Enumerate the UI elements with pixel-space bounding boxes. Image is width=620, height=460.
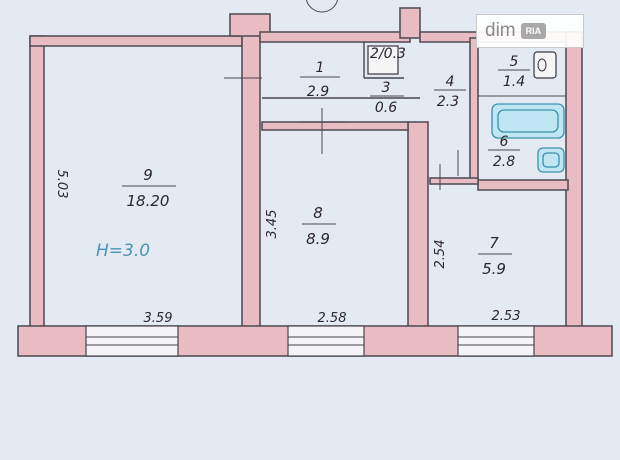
svg-text:2.3: 2.3 — [437, 94, 459, 110]
svg-text:2/0.3: 2/0.3 — [370, 46, 406, 62]
dim-room7-width: 2.53 — [492, 309, 521, 324]
svg-text:8.9: 8.9 — [306, 230, 330, 248]
room-1-label: 1 2.9 — [300, 60, 340, 100]
room-5-label: 5 1.4 — [498, 54, 530, 90]
wall-room9-room8 — [241, 17, 261, 335]
wall-north-room9 — [29, 35, 243, 47]
sink-icon — [537, 147, 565, 173]
svg-text:18.20: 18.20 — [127, 192, 170, 210]
wall-top-right-block — [399, 7, 421, 39]
svg-text:5.9: 5.9 — [482, 260, 506, 278]
svg-text:0.6: 0.6 — [375, 100, 397, 116]
wall-north-corridor — [259, 31, 411, 43]
dim-room9-length: 5.03 — [54, 170, 69, 199]
watermark-text: dim — [485, 20, 516, 41]
toilet-icon — [533, 51, 557, 79]
window-room7 — [457, 325, 535, 357]
dimria-watermark: dim RIA — [476, 14, 584, 48]
wall-top-left-block — [229, 13, 271, 37]
wall-room8-room7 — [407, 121, 429, 333]
dim-room9-width: 3.59 — [144, 311, 173, 326]
dim-room7-length: 2.54 — [433, 240, 448, 269]
stove-icon — [367, 45, 399, 75]
bathtub-icon — [491, 103, 565, 139]
svg-text:3: 3 — [382, 80, 391, 96]
svg-text:2.8: 2.8 — [493, 154, 515, 170]
room-4-label: 4 2.3 — [434, 74, 466, 110]
svg-text:4: 4 — [446, 74, 455, 90]
svg-text:6: 6 — [500, 134, 509, 150]
window-room8 — [287, 325, 365, 357]
svg-text:1.4: 1.4 — [503, 74, 525, 90]
wall-corridor-south — [429, 177, 479, 185]
room-2-label: 2/0.3 — [370, 46, 406, 62]
ceiling-height-note: H=3.0 — [96, 241, 150, 261]
room-8-label: 8 8.9 — [302, 204, 336, 248]
svg-text:8: 8 — [313, 204, 323, 222]
dim-room8-length: 3.45 — [265, 210, 280, 239]
door-swing-arc — [305, 0, 339, 13]
wall-bath-west — [469, 37, 479, 181]
room-6-label: 6 2.8 — [488, 134, 520, 170]
wall-room8-north — [261, 121, 409, 131]
room-3-label: 3 0.6 — [370, 80, 404, 116]
window-room9 — [85, 325, 179, 357]
room-7-label: 7 5.9 — [478, 234, 512, 278]
svg-text:9: 9 — [143, 166, 153, 184]
svg-text:2.9: 2.9 — [307, 84, 329, 100]
watermark-badge: RIA — [520, 23, 547, 39]
svg-text:7: 7 — [489, 234, 499, 252]
dim-room8-width: 2.58 — [318, 311, 347, 326]
svg-text:1: 1 — [316, 60, 325, 76]
room-9-label: 9 18.20 — [122, 166, 176, 210]
svg-text:5: 5 — [510, 54, 519, 70]
wall-bath-south — [477, 179, 569, 191]
wall-west — [29, 35, 45, 333]
